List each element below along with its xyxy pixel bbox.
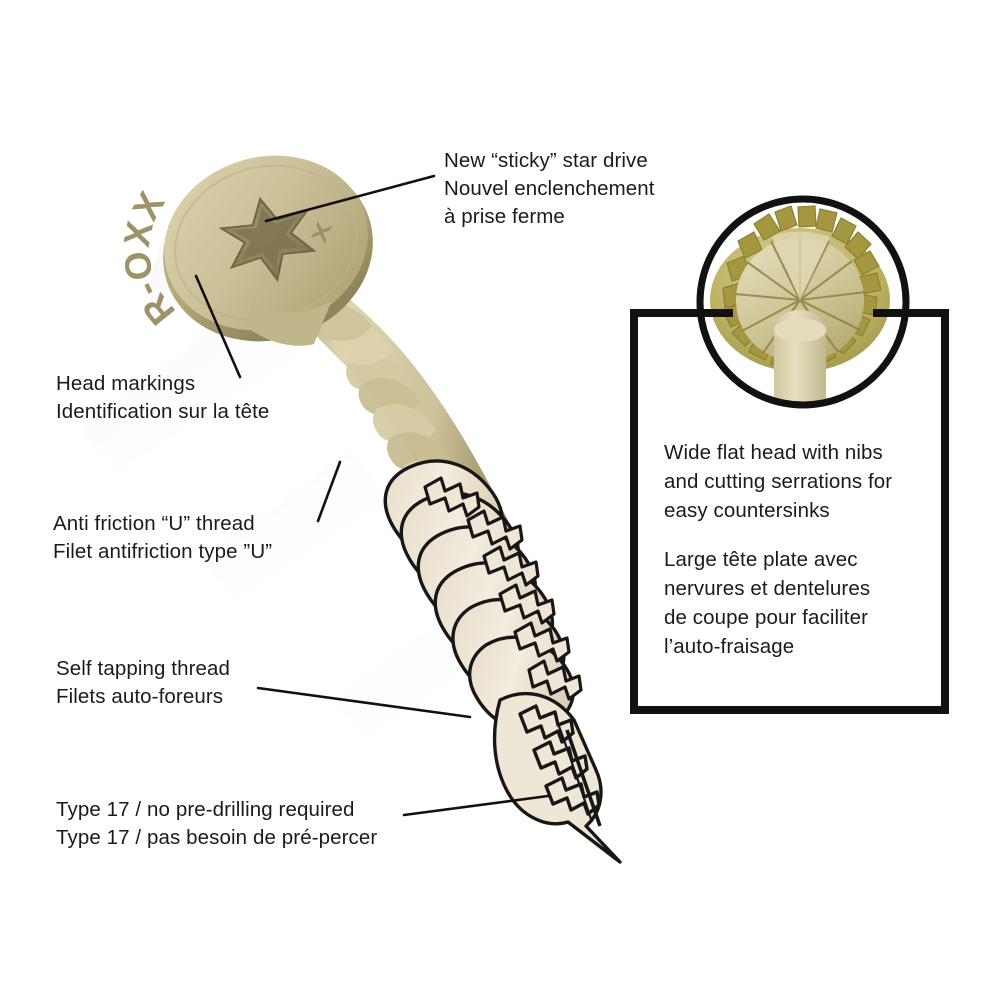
callout-anti-friction-thread: Anti friction “U” thread Filet antifrict…	[53, 510, 272, 566]
detail-callout-box	[630, 309, 949, 714]
panel-fr-line-3: de coupe pour faciliter	[664, 606, 869, 629]
callout-anti-friction-fr: Filet antifriction type ”U”	[53, 540, 273, 563]
callout-head-markings: Head markings Identification sur la tête	[56, 370, 269, 426]
callout-self-tapping-fr: Filets auto-foreurs	[56, 685, 224, 708]
callout-star-drive: New “sticky” star drive Nouvel enclenche…	[444, 147, 655, 231]
callout-head-markings-fr: Identification sur la tête	[56, 400, 270, 423]
panel-fr-line-4: l’auto-fraisage	[664, 635, 795, 658]
callout-type-17: Type 17 / no pre-drilling required Type …	[56, 796, 377, 852]
callout-star-drive-fr-2: à prise ferme	[444, 205, 565, 228]
callout-self-tapping-en: Self tapping thread	[56, 657, 230, 680]
panel-fr-line-2: nervures et dentelures	[664, 577, 871, 600]
callout-star-drive-fr-1: Nouvel enclenchement	[444, 177, 655, 200]
panel-fr-line-1: Large tête plate avec	[664, 548, 858, 571]
screw-head: R-OXX X	[115, 155, 373, 346]
leader-line-head-markings	[194, 274, 242, 379]
panel-text-english: Wide flat head with nibs and cutting ser…	[664, 438, 892, 525]
panel-text-french: Large tête plate avec nervures et dentel…	[664, 545, 870, 661]
callout-anti-friction-en: Anti friction “U” thread	[53, 512, 255, 535]
callout-head-markings-en: Head markings	[56, 372, 196, 395]
leader-line-self-tapping	[256, 686, 472, 719]
panel-en-line-2: and cutting serrations for	[664, 470, 893, 493]
leader-line-anti-friction	[316, 460, 342, 523]
thread-serrations	[423, 476, 583, 701]
callout-star-drive-en: New “sticky” star drive	[444, 149, 648, 172]
panel-en-line-1: Wide flat head with nibs	[664, 441, 883, 464]
leader-line-type-17	[402, 794, 550, 817]
callout-type-17-en: Type 17 / no pre-drilling required	[56, 798, 355, 821]
callout-self-tapping-thread: Self tapping thread Filets auto-foreurs	[56, 655, 230, 711]
callout-type-17-fr: Type 17 / pas besoin de pré-percer	[56, 826, 378, 849]
inset-detail-photo	[696, 195, 910, 409]
leader-line-star-drive	[264, 174, 436, 223]
type-17-tip	[492, 691, 622, 864]
panel-en-line-3: easy countersinks	[664, 499, 830, 522]
